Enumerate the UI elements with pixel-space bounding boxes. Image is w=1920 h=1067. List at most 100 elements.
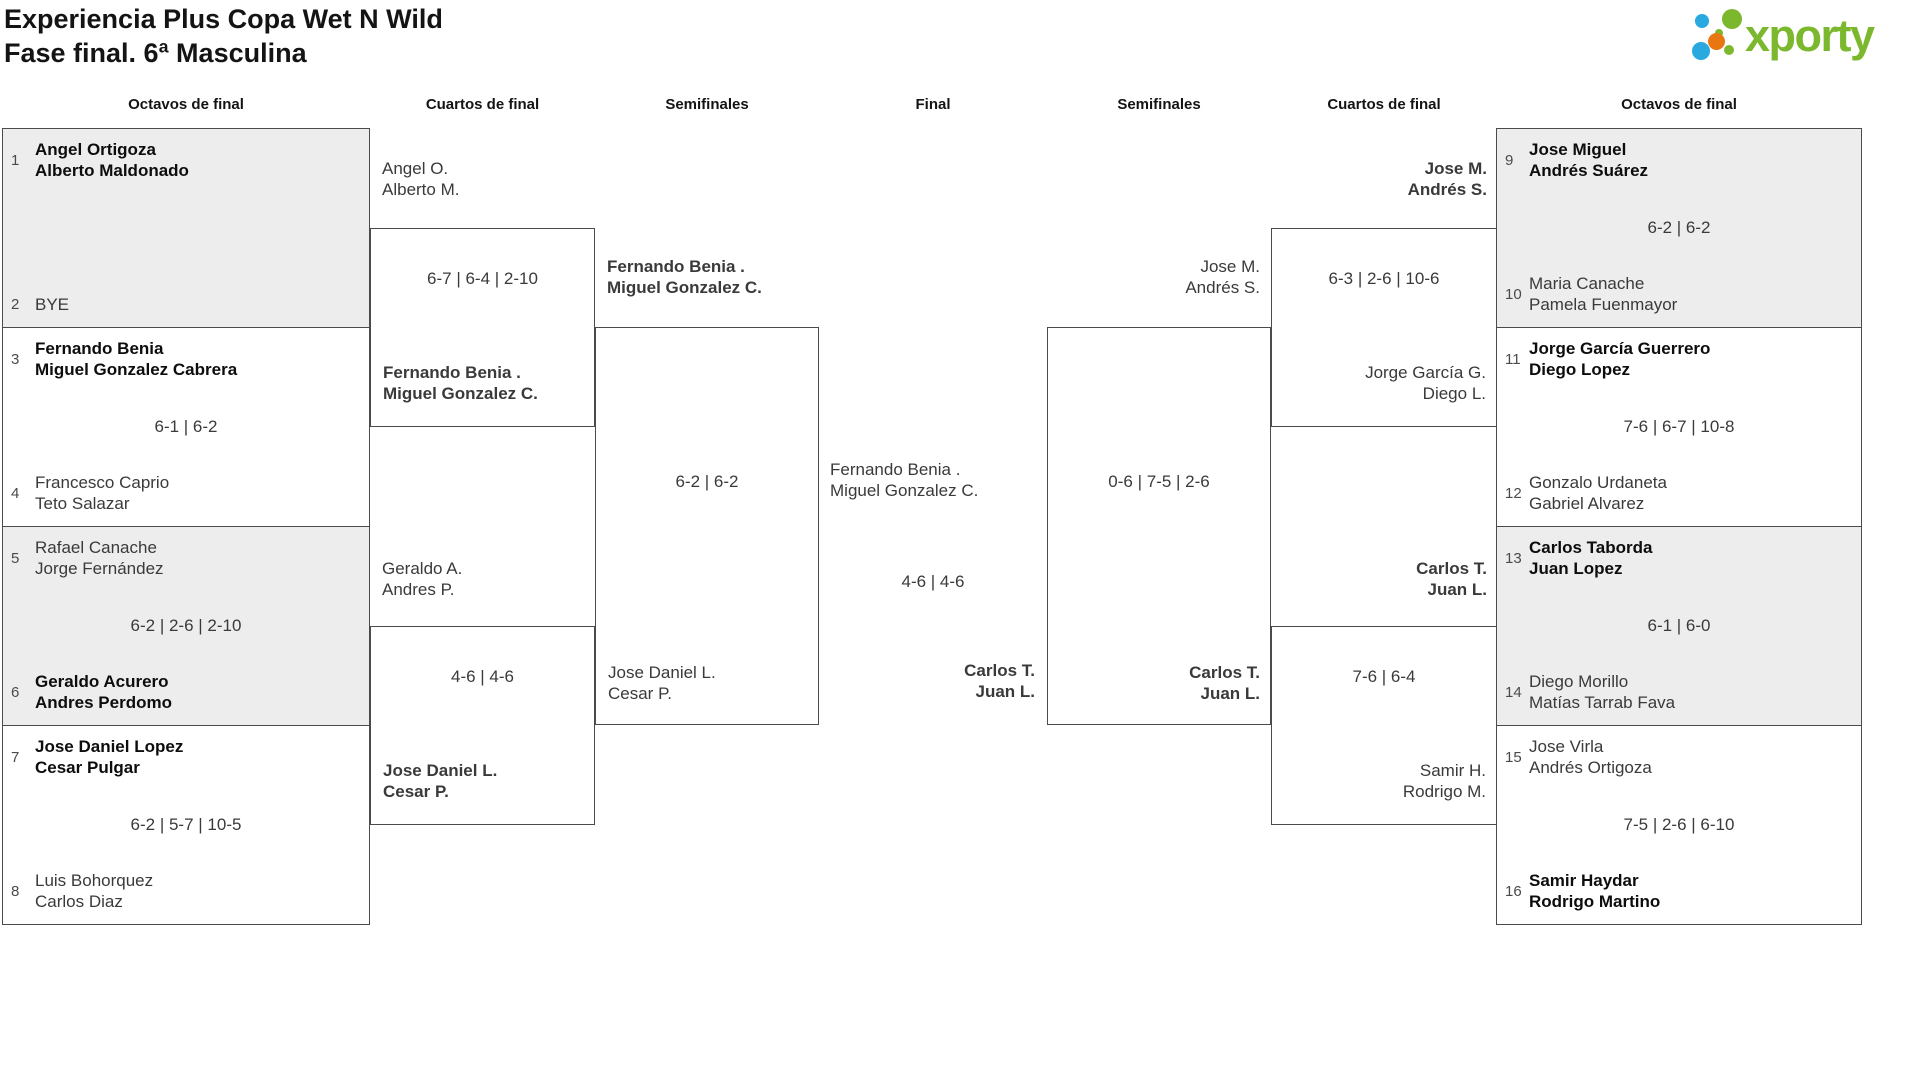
- match-score: 7-5 | 2-6 | 6-10: [1623, 815, 1735, 834]
- team-names: Geraldo A.Andres P.: [382, 559, 463, 599]
- logo-wordmark: xporty: [1745, 10, 1875, 61]
- round-header-cuartos-right: Cuartos de final: [1327, 96, 1441, 113]
- logo-dot-blue-small: [1695, 14, 1709, 28]
- logo-dot-blue-large: [1692, 42, 1710, 60]
- final-score: 4-6 | 4-6: [901, 572, 965, 591]
- team-names: Jose M.Andrés S.: [1407, 159, 1487, 199]
- logo-dot-green-large: [1722, 9, 1742, 29]
- seed-number: 6: [11, 683, 20, 701]
- seed-number: 13: [1505, 549, 1522, 567]
- match-score: 6-1 | 6-2: [154, 417, 218, 436]
- seed-number: 5: [11, 549, 20, 567]
- seed-number: 15: [1505, 748, 1522, 766]
- team-names: Jose Daniel L.Cesar P.: [608, 663, 716, 703]
- seed-number: 10: [1505, 285, 1522, 303]
- match-box-qf-left-2: 4-6 | 4-6 Jose Daniel L.Cesar P.: [370, 626, 595, 825]
- match-box-sf-right: 0-6 | 7-5 | 2-6 Carlos T.Juan L.: [1047, 327, 1271, 725]
- team-names: BYE: [35, 295, 70, 314]
- match-box-qf-left-1: 6-7 | 6-4 | 2-10 Fernando Benia .Miguel …: [370, 228, 595, 427]
- team-names: Jorge García G.Diego L.: [1365, 363, 1486, 403]
- team-names: Jose Daniel L.Cesar P.: [383, 761, 498, 801]
- match-box-sf-left: 6-2 | 6-2 Jose Daniel L.Cesar P.: [595, 327, 819, 725]
- match-score: 6-2 | 2-6 | 2-10: [130, 616, 242, 635]
- round-header-octavos-right: Octavos de final: [1621, 96, 1737, 113]
- seed-number: 7: [11, 748, 20, 766]
- team-names: Fernando Benia .Miguel Gonzalez C.: [607, 257, 762, 297]
- seed-number: 4: [11, 484, 20, 502]
- seed-number: 14: [1505, 683, 1522, 701]
- team-row: 2 BYE: [11, 294, 361, 315]
- match-score: 6-2 | 6-2: [675, 472, 739, 491]
- match-score: 6-3 | 2-6 | 10-6: [1328, 269, 1440, 288]
- match-score: 7-6 | 6-4: [1352, 667, 1416, 686]
- round-header-semifinales-right: Semifinales: [1117, 96, 1201, 113]
- match-score: 4-6 | 4-6: [450, 667, 514, 686]
- seed-number: 12: [1505, 484, 1522, 502]
- seed-number: 3: [11, 350, 20, 368]
- team-names: Carlos T.Juan L.: [964, 661, 1035, 701]
- seed-number: 11: [1505, 350, 1521, 368]
- seed-number: 2: [11, 296, 20, 313]
- logo-dot-green-small: [1724, 45, 1734, 55]
- round-header-final: Final: [915, 96, 951, 113]
- team-names: Carlos T.Juan L.: [1189, 663, 1260, 703]
- seed-number: 9: [1505, 151, 1514, 169]
- round-header-octavos-left: Octavos de final: [128, 96, 244, 113]
- round-header-semifinales-left: Semifinales: [665, 96, 749, 113]
- team-names: Samir H.Rodrigo M.: [1402, 761, 1486, 801]
- tournament-name: Experiencia Plus Copa Wet N Wild: [4, 4, 443, 34]
- match-score: 6-2 | 6-2: [1647, 218, 1711, 237]
- team-names: Angel O.Alberto M.: [382, 159, 460, 199]
- seed-number: 16: [1505, 882, 1522, 900]
- match-score: 7-6 | 6-7 | 10-8: [1623, 417, 1735, 436]
- match-box-qf-right-1: 6-3 | 2-6 | 10-6 Jorge García G.Diego L.: [1271, 228, 1497, 427]
- team-names: Fernando Benia .Miguel Gonzalez C.: [830, 460, 979, 500]
- match-score: 6-2 | 5-7 | 10-5: [130, 815, 242, 834]
- match-box-qf-right-2: 7-6 | 6-4 Samir H.Rodrigo M.: [1271, 626, 1497, 825]
- match-score: 0-6 | 7-5 | 2-6: [1108, 472, 1210, 491]
- round-header-cuartos-left: Cuartos de final: [425, 96, 540, 113]
- page-title: Experiencia Plus Copa Wet N Wild Fase fi…: [4, 2, 443, 70]
- team-names: Fernando Benia .Miguel Gonzalez C.: [383, 363, 538, 403]
- team-names: Jose M.Andrés S.: [1185, 257, 1260, 297]
- seed-number: 8: [11, 882, 20, 900]
- seed-number: 1: [11, 151, 20, 169]
- team-names: Carlos T.Juan L.: [1416, 559, 1487, 599]
- xporty-logo: xporty: [1688, 0, 1918, 72]
